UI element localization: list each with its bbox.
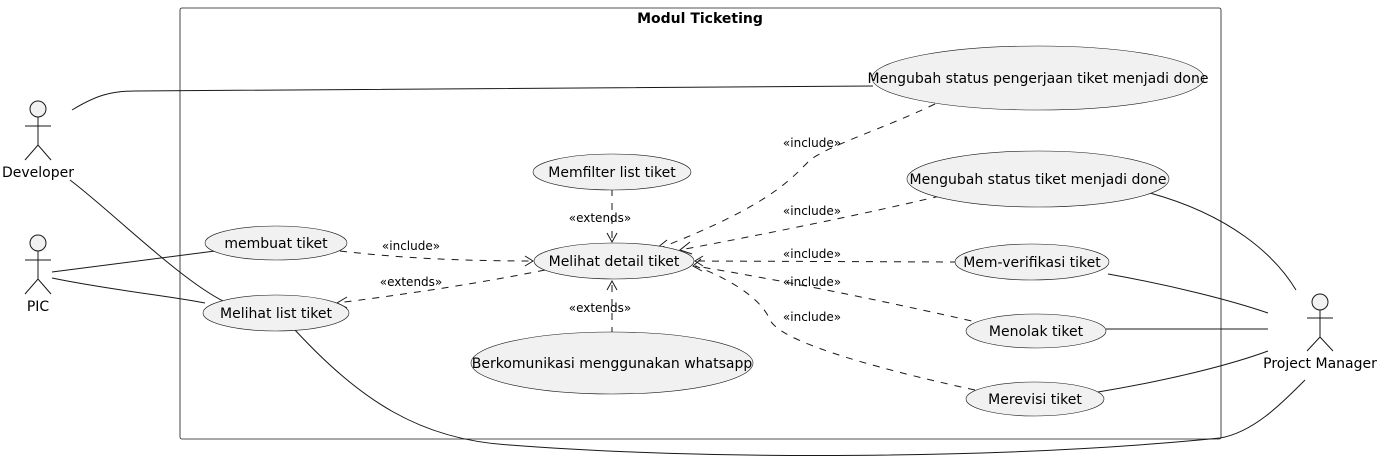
use-case-shape[interactable] <box>533 242 695 280</box>
use-case-label: membuat tiket <box>224 236 328 252</box>
use-case-label: Mengubah status pengerjaan tiket menjadi… <box>868 71 1209 87</box>
use-case-mengubah-status-pengerjaan[interactable]: Mengubah status pengerjaan tiket menjadi… <box>868 45 1209 111</box>
dep-include-mem-verifikasi <box>694 260 958 263</box>
label-extends-memfilter: «extends» <box>569 211 632 225</box>
use-case-mengubah-status-tiket[interactable]: Mengubah status tiket menjadi done <box>906 150 1170 208</box>
actor-head <box>29 100 47 118</box>
arrowhead-extends-memfilter <box>606 232 618 244</box>
dependencies <box>336 103 986 391</box>
dep-include-mengubah-status-pengerjaan <box>659 103 936 249</box>
use-case-memfilter-list[interactable]: Memfilter list tiket <box>532 153 692 191</box>
assoc-pic-membuat-tiket <box>51 250 216 273</box>
label-include-status-tiket: «include» <box>783 204 841 218</box>
system-title: Modul Ticketing <box>637 11 763 27</box>
actor-label: Developer <box>2 165 74 181</box>
use-case-shape[interactable] <box>204 225 348 261</box>
associations <box>51 85 1306 456</box>
arrowhead-include-status-tiket <box>678 241 693 255</box>
system-boundary-frame <box>179 7 1222 440</box>
label-include-verifikasi: «include» <box>783 247 841 261</box>
dep-include-menolak <box>694 265 986 325</box>
use-case-label: Menolak tiket <box>989 324 1084 340</box>
arrowheads <box>335 232 704 309</box>
actor-legs <box>1306 336 1334 352</box>
use-case-melihat-detail[interactable]: Melihat detail tiket <box>533 242 695 280</box>
label-extends-melihat-list: «extends» <box>380 275 443 289</box>
use-case-berkomunikasi[interactable]: Berkomunikasi menggunakan whatsapp <box>470 331 754 395</box>
label-extends-berkomunikasi: «extends» <box>569 301 632 315</box>
dep-include-merevisi <box>694 265 976 391</box>
actor-head <box>1311 293 1329 311</box>
use-case-mem-verifikasi[interactable]: Mem-verifikasi tiket <box>954 243 1110 281</box>
dep-extends-melihat-list <box>336 269 546 304</box>
use-case-label: Melihat detail tiket <box>549 254 680 270</box>
arrowhead-include-verifikasi <box>694 255 704 267</box>
use-case-label: Melihat list tiket <box>220 306 332 322</box>
label-include-membuat: «include» <box>382 239 440 253</box>
actor-legs <box>24 144 52 161</box>
use-case-shape[interactable] <box>954 243 1110 281</box>
use-case-shape[interactable] <box>965 313 1107 349</box>
label-include-pengerjaan: «include» <box>783 136 841 150</box>
label-include-menolak: «include» <box>783 275 841 289</box>
actor-legs <box>24 278 52 295</box>
arrowhead-extends-berkomunikasi <box>606 279 618 291</box>
actor-project-manager[interactable]: Project Manager <box>1263 293 1377 372</box>
use-case-label: Mengubah status tiket menjadi done <box>910 172 1167 188</box>
use-case-label: Memfilter list tiket <box>548 165 676 181</box>
assoc-melihat-list-pm <box>294 329 1306 456</box>
arrowhead-include-menolak <box>692 258 703 272</box>
assoc-pm-mengubah-status-tiket <box>1149 192 1297 291</box>
use-case-label: Berkomunikasi menggunakan whatsapp <box>472 356 753 372</box>
use-case-shape[interactable] <box>965 381 1105 417</box>
system-boundary: Modul Ticketing <box>179 7 1222 440</box>
use-case-shape[interactable] <box>871 45 1205 111</box>
use-case-melihat-list[interactable]: Melihat list tiket <box>202 294 350 332</box>
actor-label: PIC <box>27 299 50 315</box>
actor-head <box>29 234 47 252</box>
label-include-merevisi: «include» <box>783 310 841 324</box>
assoc-pm-mem-verifikasi <box>1107 273 1269 314</box>
stereotype-labels: «include» «include» «include» «include» … <box>380 136 841 324</box>
use-case-shape[interactable] <box>202 294 350 332</box>
actor-developer[interactable]: Developer <box>2 100 74 181</box>
use-case-shape[interactable] <box>532 153 692 191</box>
assoc-developer-melihat-list <box>69 179 226 303</box>
dep-include-mengubah-status-tiket <box>679 195 941 251</box>
assoc-developer-mengubah-status-pengerjaan <box>71 85 874 111</box>
arrowhead-include-membuat <box>524 255 534 267</box>
use-case-label: Mem-verifikasi tiket <box>963 255 1101 271</box>
use-case-membuat-tiket[interactable]: membuat tiket <box>204 225 348 261</box>
use-case-shape[interactable] <box>470 331 754 395</box>
actor-pic[interactable]: PIC <box>24 234 52 315</box>
assoc-pic-melihat-list <box>51 277 206 304</box>
use-case-label: Merevisi tiket <box>988 392 1082 408</box>
use-case-menolak[interactable]: Menolak tiket <box>965 313 1107 349</box>
use-case-merevisi[interactable]: Merevisi tiket <box>965 381 1105 417</box>
assoc-pm-merevisi <box>1097 350 1269 393</box>
use-case-shape[interactable] <box>906 150 1170 208</box>
actor-label: Project Manager <box>1263 356 1377 372</box>
